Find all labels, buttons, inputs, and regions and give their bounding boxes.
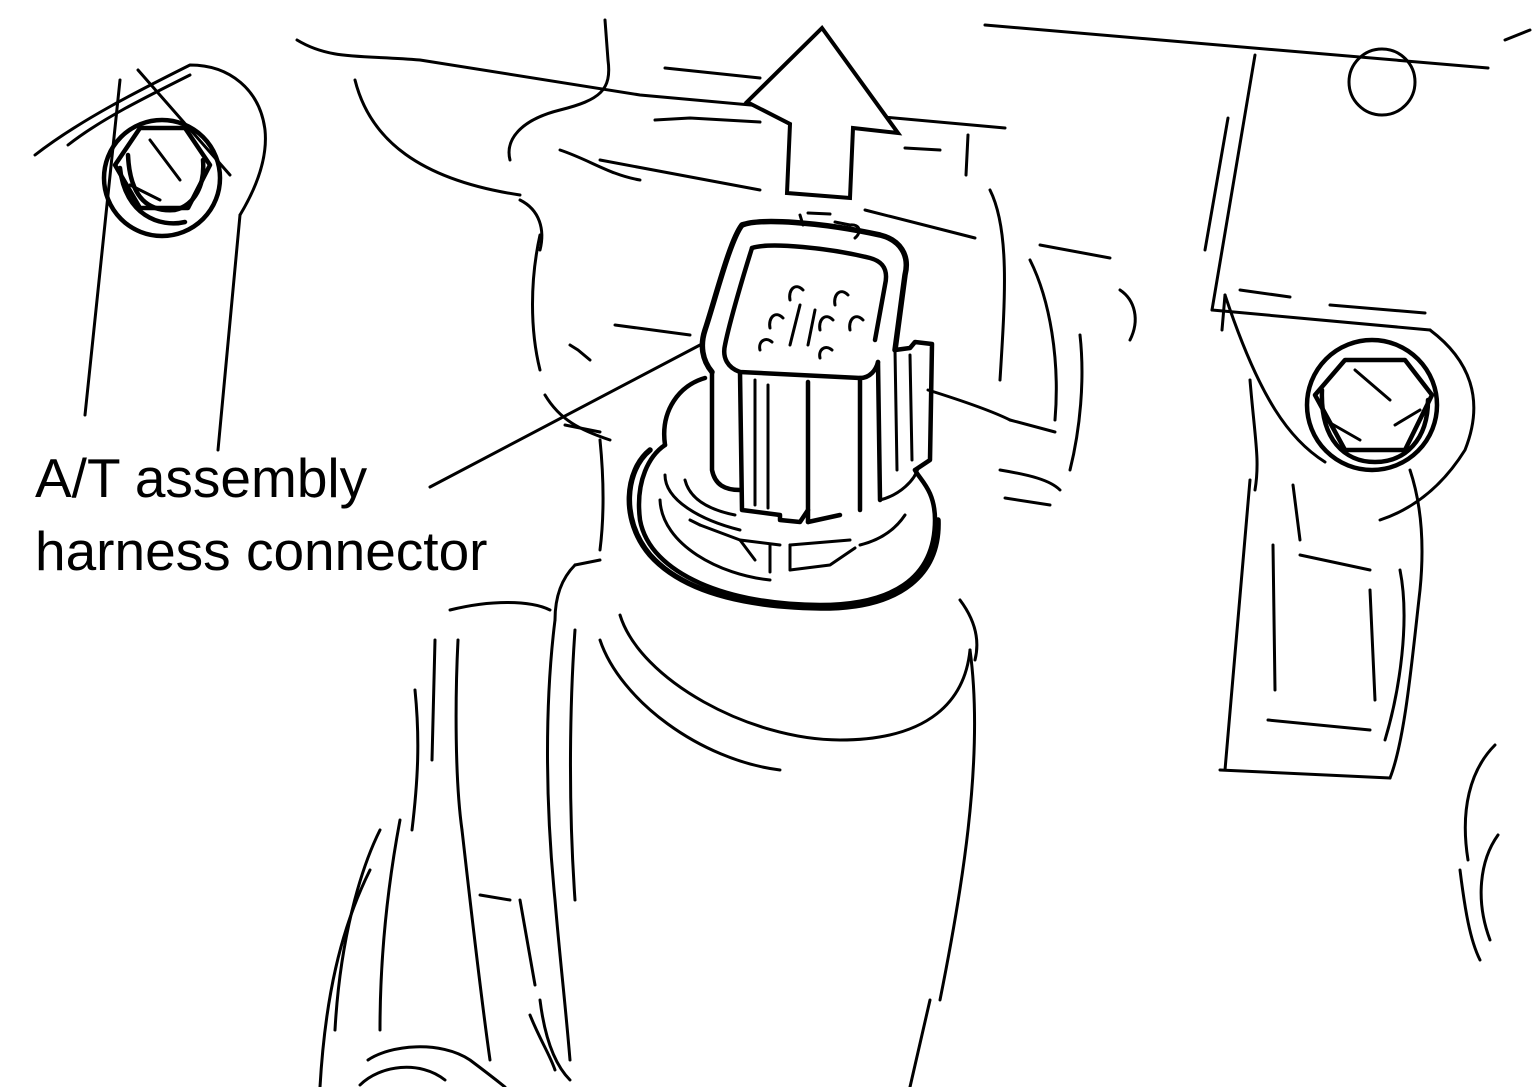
arrow-up-icon xyxy=(743,24,903,201)
left-bracket xyxy=(33,63,267,452)
hex-bolt-icon xyxy=(1304,337,1440,473)
connector-base xyxy=(626,375,941,611)
callout-label: A/T assembly harness connector xyxy=(35,447,488,582)
connector-pins xyxy=(758,285,865,360)
callout-line-1: A/T assembly xyxy=(35,447,368,509)
right-bracket xyxy=(1218,293,1440,780)
harness-connector xyxy=(699,211,935,525)
housing-casting xyxy=(295,18,1532,522)
lower-housing xyxy=(318,438,1500,1087)
hex-bolt-icon xyxy=(101,117,223,239)
callout-leader-line xyxy=(428,343,702,489)
callout-line-2: harness connector xyxy=(35,520,488,582)
